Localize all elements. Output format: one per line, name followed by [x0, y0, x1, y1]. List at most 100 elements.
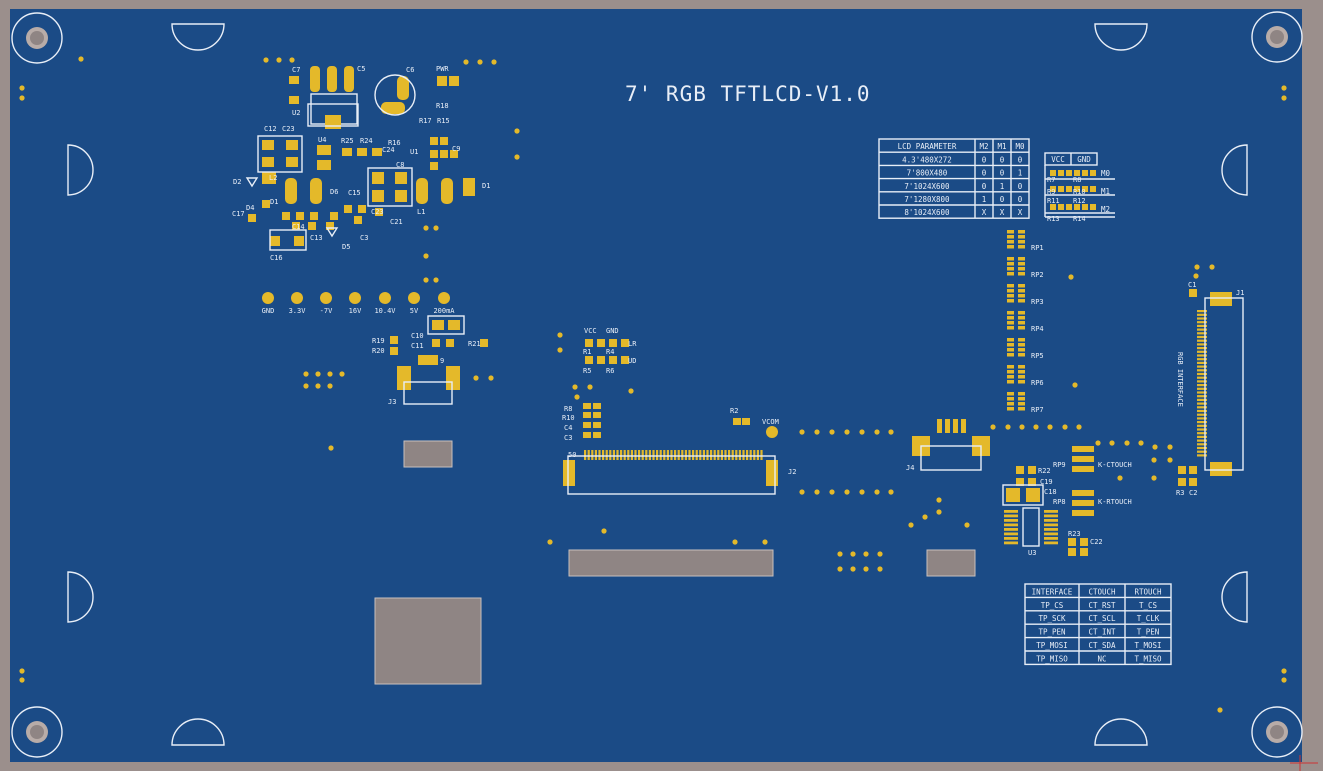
j2-pin [598, 450, 601, 460]
jumper-pad [1074, 170, 1080, 176]
svg-text:U1: U1 [410, 148, 418, 156]
via [888, 489, 894, 495]
via [628, 388, 634, 394]
rp-pad [1007, 235, 1014, 239]
via [799, 489, 805, 495]
svg-text:LR: LR [628, 340, 637, 348]
jumper-pad [1058, 204, 1064, 210]
svg-text:GND: GND [606, 327, 619, 335]
j2-pin [612, 450, 615, 460]
svg-text:C11: C11 [411, 342, 424, 350]
table-cell: VCC [1051, 155, 1065, 164]
j1-pin [1197, 343, 1207, 346]
j2-pin [695, 450, 698, 460]
svg-text:R1: R1 [583, 348, 591, 356]
table-cell: 1 [1000, 182, 1005, 191]
via [423, 253, 429, 259]
via [990, 424, 996, 430]
rp-pad [1007, 230, 1014, 234]
rp-pad [1018, 235, 1025, 239]
j1-pin [1197, 335, 1207, 339]
table-cell: T_CS [1139, 601, 1158, 610]
rp-pad [1007, 294, 1014, 298]
svg-text:C19: C19 [1040, 478, 1053, 486]
jumper-pad [1090, 186, 1096, 192]
jumper-pad [1090, 170, 1096, 176]
via [837, 566, 843, 572]
via [908, 522, 914, 528]
svg-text:K-CTOUCH: K-CTOUCH [1098, 461, 1132, 469]
svg-text:C13: C13 [310, 234, 323, 242]
j2-pin [623, 450, 626, 460]
table-cell: 0 [1000, 169, 1005, 178]
svg-text:R24: R24 [360, 137, 373, 145]
svg-text:U4: U4 [318, 136, 326, 144]
j2-pin [663, 450, 666, 460]
via [423, 225, 429, 231]
j1-pin [1197, 387, 1207, 390]
test-point [262, 292, 274, 304]
rp-label: RP4 [1031, 325, 1044, 333]
table-cell: 1 [1018, 169, 1023, 178]
table-cell: TP_MOSI [1036, 641, 1068, 650]
svg-text:R20: R20 [372, 347, 385, 355]
u3-pin [1004, 528, 1018, 531]
via [1062, 424, 1068, 430]
rp-pad [1007, 375, 1014, 379]
via [1193, 273, 1199, 279]
via [874, 429, 880, 435]
via [1047, 424, 1053, 430]
via [19, 85, 25, 91]
test-point-label: GND [262, 307, 275, 315]
via [936, 509, 942, 515]
j1-pin [1197, 358, 1207, 361]
j2-pin [677, 450, 680, 460]
j2-pin [724, 450, 727, 460]
board-cutouts [374, 440, 976, 685]
svg-text:R3: R3 [1176, 489, 1184, 497]
j2-pin [584, 450, 587, 460]
via [328, 445, 334, 451]
j1-pin [1197, 354, 1207, 357]
table-cell: 0 [1000, 155, 1005, 164]
rp-pad [1018, 299, 1025, 303]
j2-pin [670, 450, 673, 460]
table-cell: X [1018, 208, 1023, 217]
table-cell: CTOUCH [1088, 587, 1116, 596]
svg-text:L1: L1 [417, 208, 425, 216]
svg-text:C12: C12 [264, 125, 277, 133]
j1-pin [1197, 332, 1207, 335]
j2-pin [688, 450, 691, 460]
rp-pad [1018, 343, 1025, 347]
via [863, 566, 869, 572]
svg-text:D1: D1 [270, 198, 278, 206]
via [1068, 274, 1074, 280]
table-cell: 7'1024X600 [904, 182, 950, 191]
j2-pin [717, 450, 720, 460]
j1-pin [1197, 361, 1207, 364]
via [473, 375, 479, 381]
j1-pin [1197, 380, 1207, 383]
table-cell: CT_SCL [1088, 614, 1116, 623]
svg-text:R15: R15 [437, 117, 450, 125]
jumper-pad [1082, 186, 1088, 192]
table-cell: TP_MISO [1036, 654, 1068, 663]
via [874, 489, 880, 495]
via [488, 375, 494, 381]
jumper-pad [1050, 204, 1056, 210]
via [1117, 475, 1123, 481]
mode-label: M0 [1101, 169, 1111, 178]
j2-pin [728, 450, 731, 460]
svg-text:RGB INTERFACE: RGB INTERFACE [1176, 352, 1184, 407]
u3-pin [1004, 510, 1018, 513]
test-point [320, 292, 332, 304]
via [327, 371, 333, 377]
table-cell: 7'800X480 [907, 169, 948, 178]
jumper-pad [1090, 204, 1096, 210]
jumper-ref: R9 [1047, 188, 1055, 196]
rp-label: RP1 [1031, 244, 1044, 252]
j1-pin [1197, 328, 1207, 331]
rp-pad [1018, 353, 1025, 357]
rp-pad [1007, 284, 1014, 288]
via [1152, 444, 1158, 450]
